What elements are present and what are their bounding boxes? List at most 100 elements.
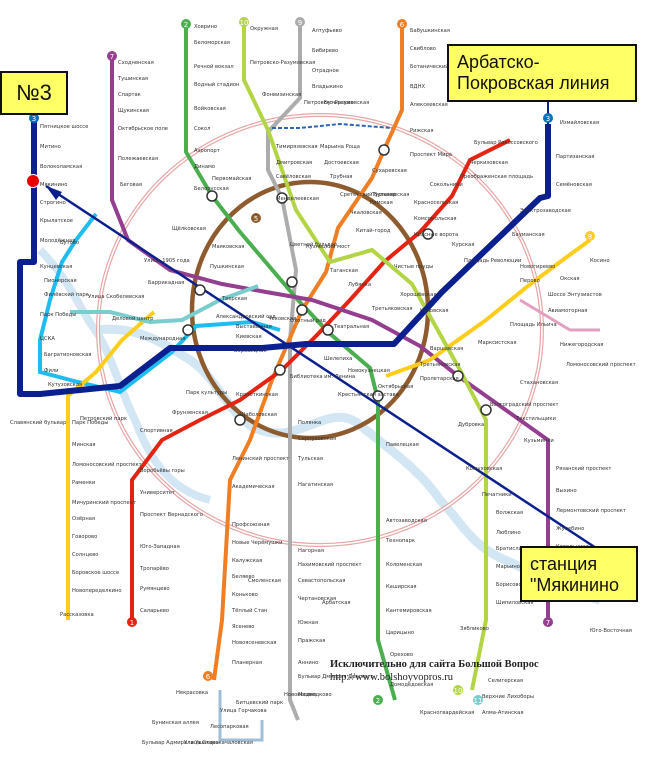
badge-3-east: 3 xyxy=(546,115,550,123)
station-label: Калужская xyxy=(232,558,262,564)
station-label: Окружная xyxy=(250,26,278,32)
station-label: Бабушкинская xyxy=(410,28,450,34)
station-label: Окская xyxy=(560,276,580,282)
station-label: Бутырская xyxy=(324,100,353,106)
station-label: Печатники xyxy=(482,492,512,498)
station-label: Беломорская xyxy=(194,40,230,46)
station-label: Международная xyxy=(140,336,185,342)
station-label: Тропарёво xyxy=(139,566,169,572)
station-label: Щукинская xyxy=(118,108,149,114)
station-label: Кантемировская xyxy=(386,608,432,614)
station-label: Деловой центр xyxy=(112,315,154,322)
station-label: Юго-Восточная xyxy=(590,628,632,634)
filevskaya-line xyxy=(38,212,281,395)
station-label: Алексеевская xyxy=(410,102,448,108)
station-label: Ховрино xyxy=(194,24,217,30)
badge-3: 3 xyxy=(32,115,36,123)
line-badges: 2 10 9 6 7 3 3 8 1 7 5 6 2 10 11 xyxy=(29,17,595,705)
station-label: Бульвар Рокоссовского xyxy=(474,140,538,146)
station-label: Филёвский парк xyxy=(44,291,89,298)
badge-10: 10 xyxy=(240,19,249,27)
station-label: Южная xyxy=(298,620,318,626)
station-label: Баррикадная xyxy=(148,280,184,286)
watermark-line-1: Исключительно для сайта Большой Вопрос xyxy=(330,659,539,670)
station-label: Университет xyxy=(140,490,175,496)
station-label: Римская xyxy=(370,200,393,206)
station-label: Площадь Ильича xyxy=(510,322,557,328)
station-label: Нижегородская xyxy=(560,342,603,348)
station-label: Выставочная xyxy=(236,324,272,330)
station-label: Жулебино xyxy=(556,526,584,532)
station-label: Славянский бульвар xyxy=(10,419,67,426)
callout-station-name: станция "Мякинино xyxy=(520,546,638,602)
station-label: Рязанский проспект xyxy=(556,465,611,472)
station-label: Владыкино xyxy=(312,84,343,90)
station-label: Менделеевская xyxy=(276,196,319,202)
bcl-line xyxy=(70,284,259,325)
station-label: Черкизовская xyxy=(470,160,508,166)
station-label: Красногвардейская xyxy=(420,709,474,716)
pointer-station xyxy=(45,184,597,550)
station-label: ВДНХ xyxy=(410,84,426,90)
station-label: Воробьёвы горы xyxy=(140,468,185,474)
station-label: Шелепиха xyxy=(324,356,352,362)
station-label: Аэропорт xyxy=(194,148,220,154)
badge-11: 11 xyxy=(474,697,483,705)
station-label: Каширская xyxy=(386,584,417,590)
badge-2: 2 xyxy=(184,21,188,29)
station-label: Преображенская площадь xyxy=(460,174,533,180)
station-label: Профсоюзная xyxy=(232,522,270,528)
station-label: Фили xyxy=(44,368,59,374)
station-label: Раменки xyxy=(72,480,95,486)
station-label: Кропоткинская xyxy=(236,392,278,398)
station-label: Смоленская xyxy=(248,578,281,584)
station-label: Крестьянская застава xyxy=(338,392,399,398)
station-label: Петровско-Разумовская xyxy=(250,60,315,66)
station-label: Крылатское xyxy=(40,218,73,224)
station-label: Павелецкая xyxy=(386,442,419,448)
station-label: Аннино xyxy=(298,660,318,666)
station-label: Хорошёвская xyxy=(400,292,436,298)
station-label: Бульвар Дмитрия Донского xyxy=(298,674,374,680)
station-label: Киевская xyxy=(236,334,262,340)
station-label: Боровицкая xyxy=(234,348,267,354)
station-label: Фрунзенская xyxy=(172,410,208,416)
station-label: Мичуринский проспект xyxy=(72,499,136,506)
station-label: Парк Победы xyxy=(40,312,76,318)
station-label: Библиотека им. Ленина xyxy=(290,374,355,380)
station-label: Люблино xyxy=(496,530,521,536)
station-label: Технопарк xyxy=(385,538,415,544)
arbatsko-pokrovskaya-highlight xyxy=(17,120,551,397)
station-label: Речной вокзал xyxy=(194,63,234,70)
station-label: Коломенская xyxy=(386,562,422,568)
station-label: Улица Скобелевская xyxy=(88,294,144,300)
badge-2-south: 2 xyxy=(376,697,380,705)
station-label: Полежаевская xyxy=(118,156,158,162)
myakinino-marker xyxy=(26,174,40,188)
callout-number-text: №3 xyxy=(16,80,52,105)
station-label: Охотный ряд xyxy=(290,317,326,324)
station-label: Проспект Мира xyxy=(410,152,452,158)
station-label: Проспект Вернадского xyxy=(140,512,203,518)
station-label: Серпуховская xyxy=(298,436,336,442)
station-label: Театральная xyxy=(333,324,369,330)
station-label: Румянцево xyxy=(140,586,170,592)
station-label: Авиамоторная xyxy=(548,308,587,314)
station-label: Марьина Роща xyxy=(320,144,360,150)
station-label: Тульская xyxy=(297,456,323,462)
station-label: Парк Победы xyxy=(72,420,108,426)
solntsevskaya-line xyxy=(66,310,156,620)
station-label: Измайловская xyxy=(560,119,599,126)
station-label: Красные ворота xyxy=(414,232,458,238)
station-label: Комсомольская xyxy=(414,216,457,222)
station-label: Пятницкое шоссе xyxy=(40,124,88,130)
station-label: Улица Старокачаловская xyxy=(184,740,253,746)
station-label: Текстильщики xyxy=(515,416,556,422)
station-label: Ломоносовский проспект xyxy=(72,461,142,468)
station-label: Петровский парк xyxy=(80,415,127,422)
station-label: Волоколамская xyxy=(40,164,82,170)
station-label: Нагорная xyxy=(298,548,324,554)
station-label: Октябрьское поле xyxy=(118,126,168,132)
station-label: Достоевская xyxy=(324,160,359,166)
